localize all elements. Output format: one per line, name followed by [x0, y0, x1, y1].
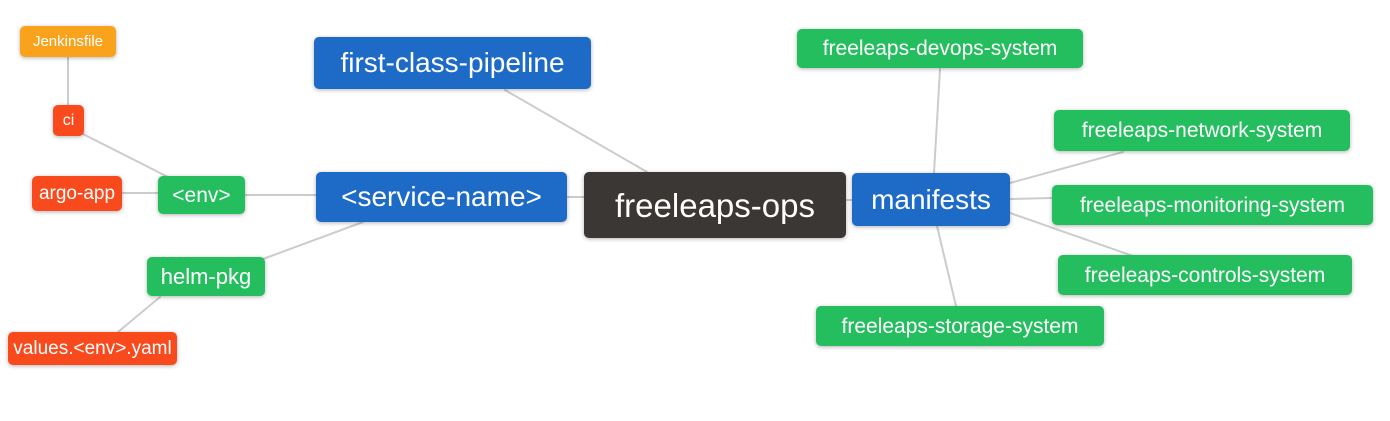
- edge-helm-pkg-service-name: [262, 221, 364, 260]
- edge-ci-env: [82, 133, 169, 178]
- node-network-system[interactable]: freeleaps-network-system: [1054, 110, 1350, 151]
- node-controls-system[interactable]: freeleaps-controls-system: [1058, 255, 1352, 295]
- node-helm-pkg[interactable]: helm-pkg: [147, 257, 265, 296]
- node-devops-system[interactable]: freeleaps-devops-system: [797, 29, 1083, 68]
- node-manifests[interactable]: manifests: [852, 173, 1010, 226]
- node-env[interactable]: <env>: [158, 176, 245, 214]
- edge-manifests-devops: [933, 68, 941, 174]
- node-argo-app[interactable]: argo-app: [32, 176, 122, 211]
- node-root-freeleaps-ops[interactable]: freeleaps-ops: [584, 172, 846, 238]
- edge-manifests-network: [1009, 151, 1124, 184]
- node-service-name[interactable]: <service-name>: [316, 172, 567, 222]
- node-storage-system[interactable]: freeleaps-storage-system: [816, 306, 1104, 346]
- node-monitoring-system[interactable]: freeleaps-monitoring-system: [1052, 185, 1373, 225]
- edge-manifests-storage: [936, 225, 957, 307]
- edge-values-helm-pkg: [117, 296, 161, 333]
- edge-pipeline-root: [504, 89, 648, 173]
- node-values-env-yaml[interactable]: values.<env>.yaml: [8, 332, 177, 365]
- node-ci[interactable]: ci: [53, 105, 84, 136]
- edge-manifests-monitoring: [1009, 197, 1053, 200]
- edge-manifests-controls: [1009, 212, 1134, 257]
- node-first-class-pipeline[interactable]: first-class-pipeline: [314, 37, 591, 89]
- node-jenkinsfile[interactable]: Jenkinsfile: [20, 26, 116, 57]
